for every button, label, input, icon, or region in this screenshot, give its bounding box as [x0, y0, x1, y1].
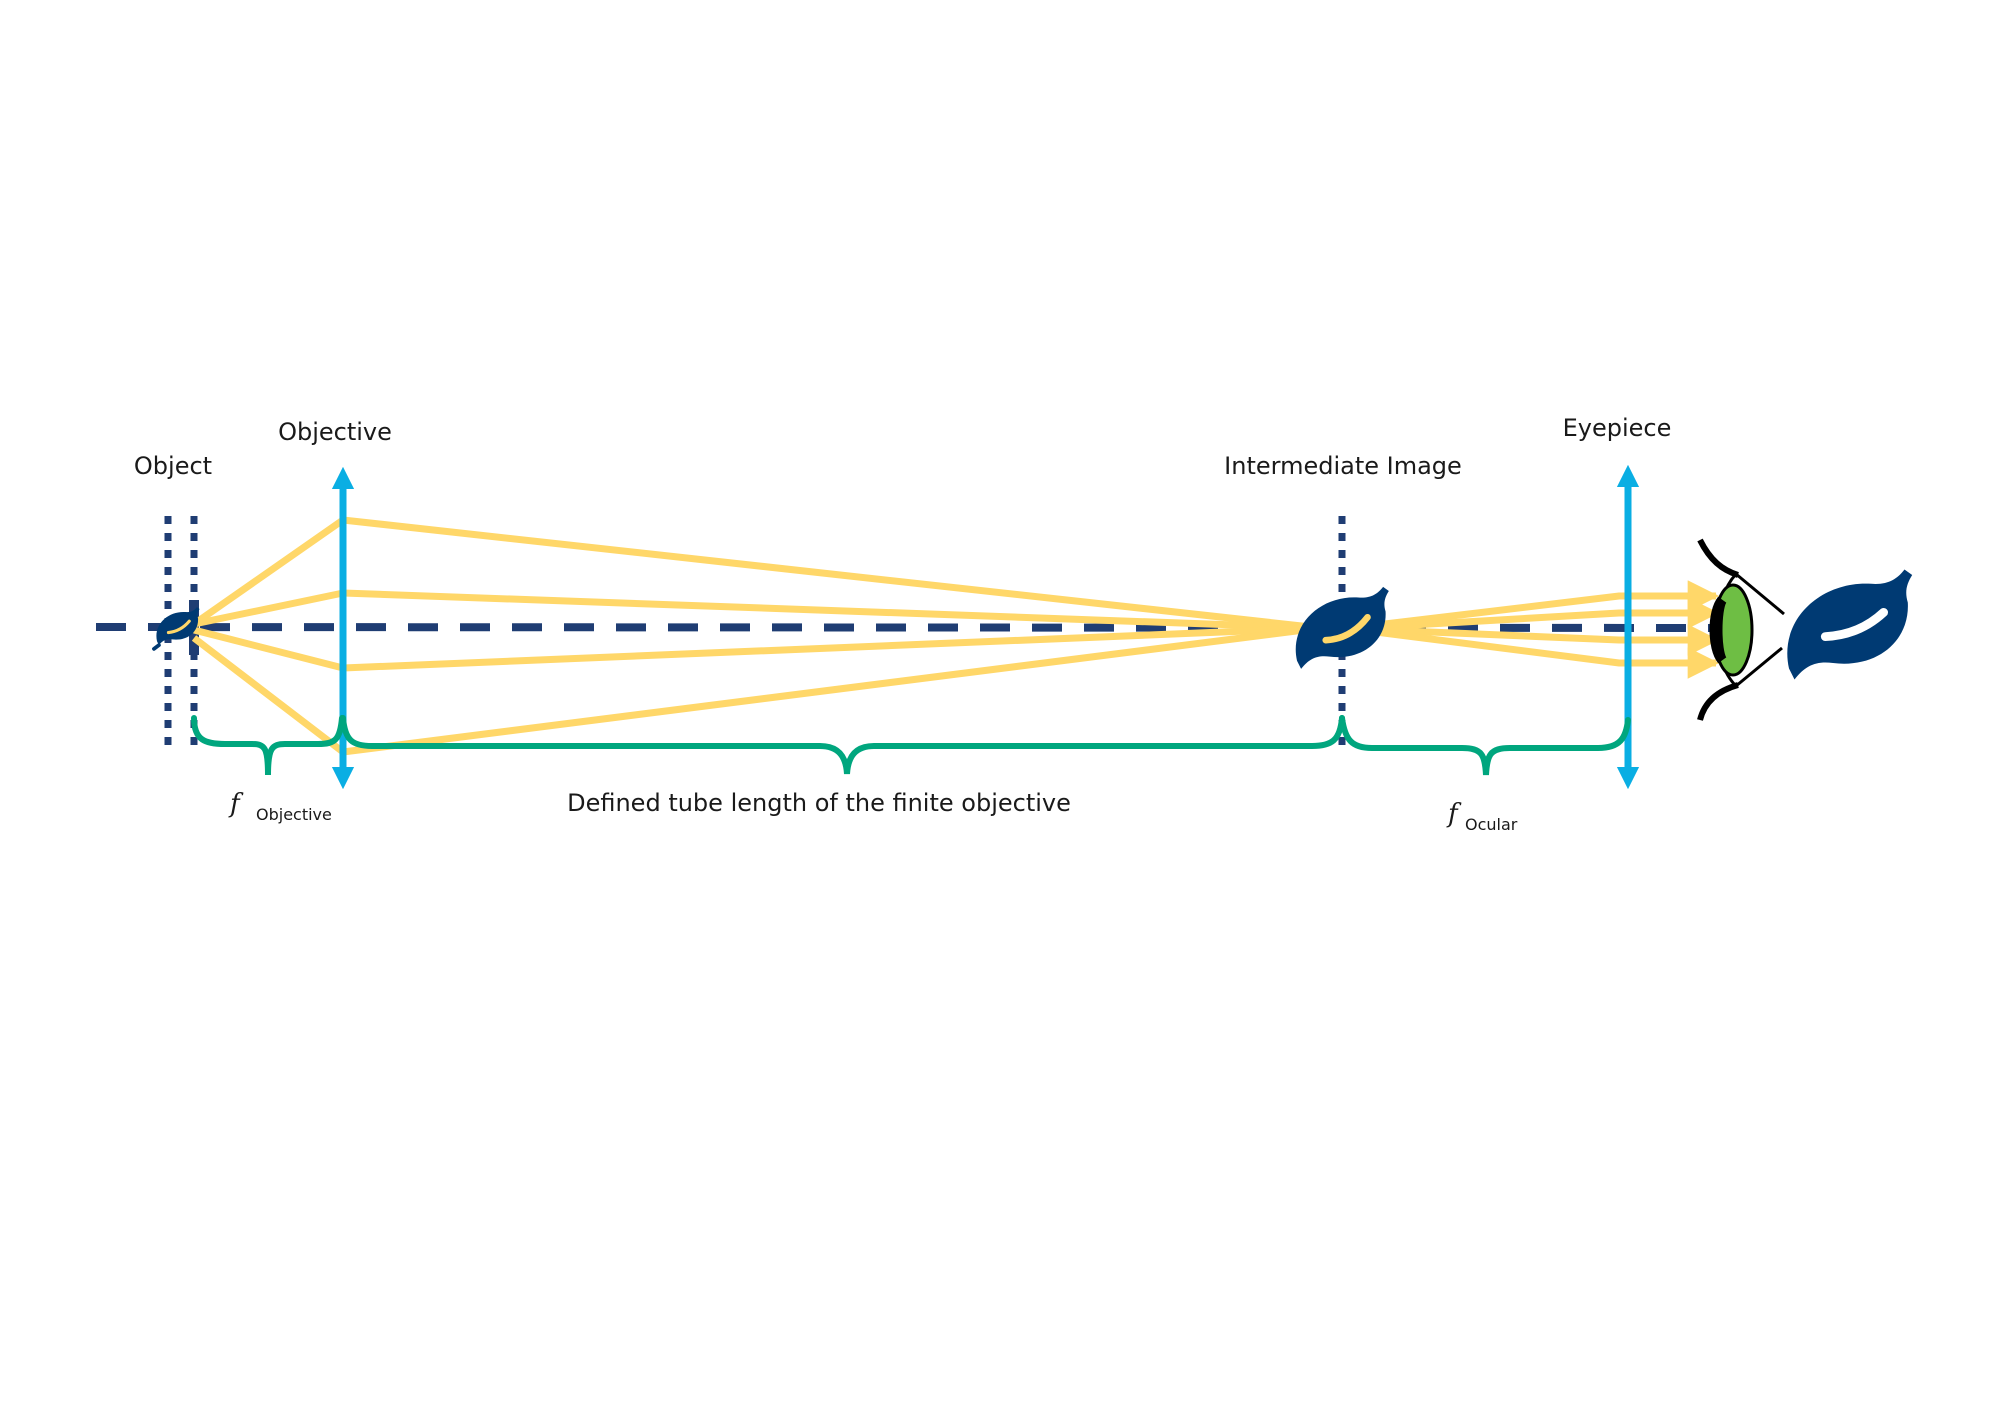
label-intermediate-image: Intermediate Image: [1224, 452, 1462, 480]
label-f-objective-symbol: f: [228, 789, 244, 819]
virtual-image-leaf-icon: [1787, 569, 1913, 680]
label-f-ocular-sub: Ocular: [1465, 815, 1518, 834]
sight-line-upper: [1735, 572, 1785, 616]
sight-line-lower: [1735, 646, 1783, 688]
brace-tube-length: [340, 715, 1345, 775]
intermediate-leaf-icon: [1295, 586, 1389, 669]
eye-icon: [1697, 538, 1785, 721]
object-leaf-icon: [152, 607, 200, 651]
rays-objective: [191, 516, 1321, 756]
label-eyepiece: Eyepiece: [1563, 414, 1672, 442]
label-f-objective-sub: Objective: [256, 805, 332, 824]
ray-1: [191, 516, 1321, 632]
label-tube-length: Defined tube length of the finite object…: [567, 789, 1071, 817]
braces: [191, 715, 1631, 776]
eyelid-upper: [1697, 538, 1739, 578]
label-f-ocular-symbol: f: [1446, 799, 1462, 829]
label-objective: Objective: [278, 418, 392, 446]
optical-axis: [85, 623, 1731, 632]
label-object: Object: [134, 452, 212, 480]
eye-pupil: [1709, 596, 1727, 664]
brace-f-ocular: [1339, 715, 1631, 776]
brace-f-objective: [191, 715, 345, 776]
ray-4: [191, 624, 1321, 756]
eyelid-lower: [1697, 682, 1739, 721]
